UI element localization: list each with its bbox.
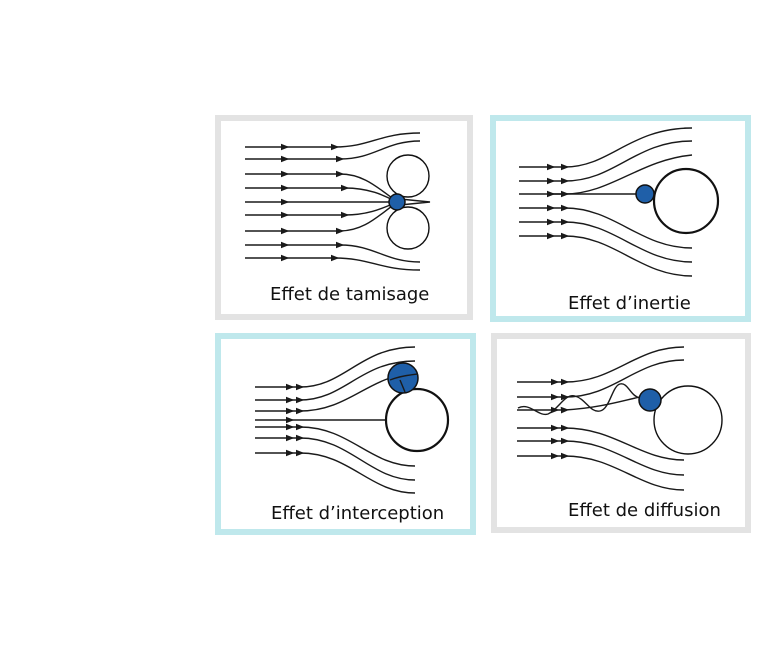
fiber-icon xyxy=(386,206,430,250)
particle-icon xyxy=(638,388,662,412)
streamlines xyxy=(519,127,693,277)
panel-interception: Effet d’interception xyxy=(215,333,476,535)
panel-sieving: Effet de tamisage xyxy=(215,115,473,320)
panel-label: Effet de tamisage xyxy=(270,284,429,305)
fiber-icon xyxy=(386,154,430,198)
streamlines xyxy=(517,346,685,491)
particle-icon xyxy=(388,193,406,211)
panel-inertia: Effet d’inertie xyxy=(490,115,751,322)
panel-label: Effet de diffusion xyxy=(568,500,721,521)
brownian-path xyxy=(517,383,641,416)
particle-icon xyxy=(635,184,655,204)
interception-marker xyxy=(389,373,419,393)
fiber-icon xyxy=(652,167,720,235)
panel-diffusion: Effet de diffusion xyxy=(491,333,751,533)
panel-label: Effet d’interception xyxy=(271,503,444,524)
panel-label: Effet d’inertie xyxy=(568,293,691,314)
fiber-icon xyxy=(384,387,450,453)
fiber-icon xyxy=(653,385,723,455)
particle-icon xyxy=(387,362,419,394)
